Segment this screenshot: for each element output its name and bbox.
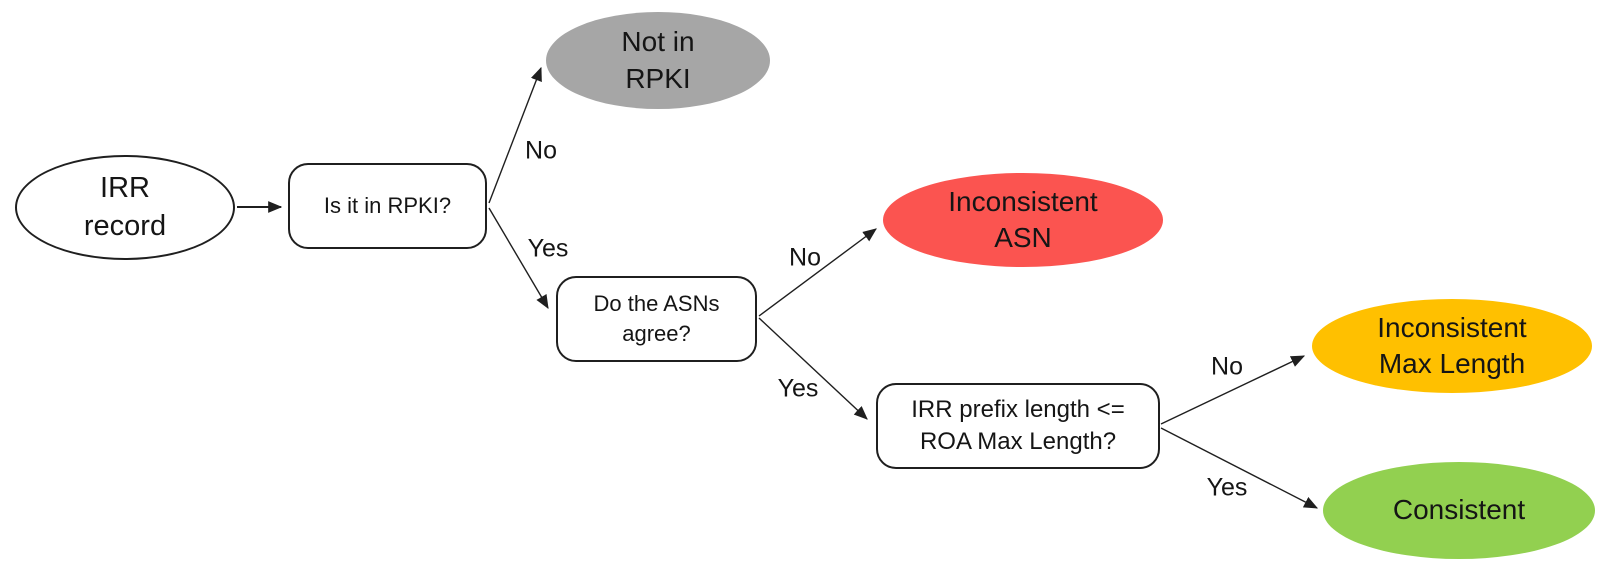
edge-label-rpki-no: No — [525, 136, 557, 165]
edge-label-maxlen-no: No — [1211, 352, 1243, 381]
decision-prefix-length-line1: IRR prefix length <= — [911, 395, 1125, 423]
edge-label-asn-no: No — [789, 243, 821, 272]
terminal-inconsistent-max-length-line2: Max Length — [1378, 348, 1526, 379]
terminal-consistent: Consistent — [1323, 462, 1595, 559]
terminal-not-in-rpki-line1: Not in — [621, 26, 695, 58]
decision-do-asns-agree: Do the ASNs agree? — [556, 276, 757, 362]
terminal-inconsistent-asn-line1: Inconsistent — [948, 185, 1098, 217]
terminal-consistent-label: Consistent — [1392, 494, 1526, 526]
decision-do-asns-agree-line2: agree? — [622, 321, 691, 346]
terminal-inconsistent-asn-line2: ASN — [994, 222, 1052, 253]
decision-do-asns-agree-line1: Do the ASNs — [593, 291, 720, 317]
start-node-label-line2: record — [83, 209, 167, 242]
edge-label-maxlen-yes: Yes — [1206, 473, 1248, 502]
edge-label-asn-yes: Yes — [777, 374, 819, 403]
decision-is-it-in-rpki-label: Is it in RPKI? — [323, 193, 452, 219]
start-node-irr-record: IRR record — [15, 155, 235, 260]
start-node-label-line1: IRR — [100, 172, 150, 205]
decision-prefix-length-vs-roa-max-length: IRR prefix length <= ROA Max Length? — [876, 383, 1160, 469]
terminal-not-in-rpki: Not in RPKI — [546, 12, 770, 109]
arrow-asn-no-to-inconsistent-asn — [758, 228, 877, 317]
terminal-inconsistent-asn: Inconsistent ASN — [883, 173, 1163, 267]
terminal-inconsistent-max-length-line1: Inconsistent — [1377, 311, 1527, 343]
edge-label-rpki-yes: Yes — [527, 234, 569, 263]
arrow-asn-yes-to-prefix-length — [758, 317, 868, 420]
terminal-inconsistent-max-length: Inconsistent Max Length — [1312, 299, 1592, 393]
decision-prefix-length-line2: ROA Max Length? — [919, 428, 1117, 455]
terminal-not-in-rpki-line2: RPKI — [625, 62, 691, 94]
arrow-rpki-no-to-not-in-rpki — [488, 66, 542, 204]
decision-is-it-in-rpki: Is it in RPKI? — [288, 163, 487, 249]
